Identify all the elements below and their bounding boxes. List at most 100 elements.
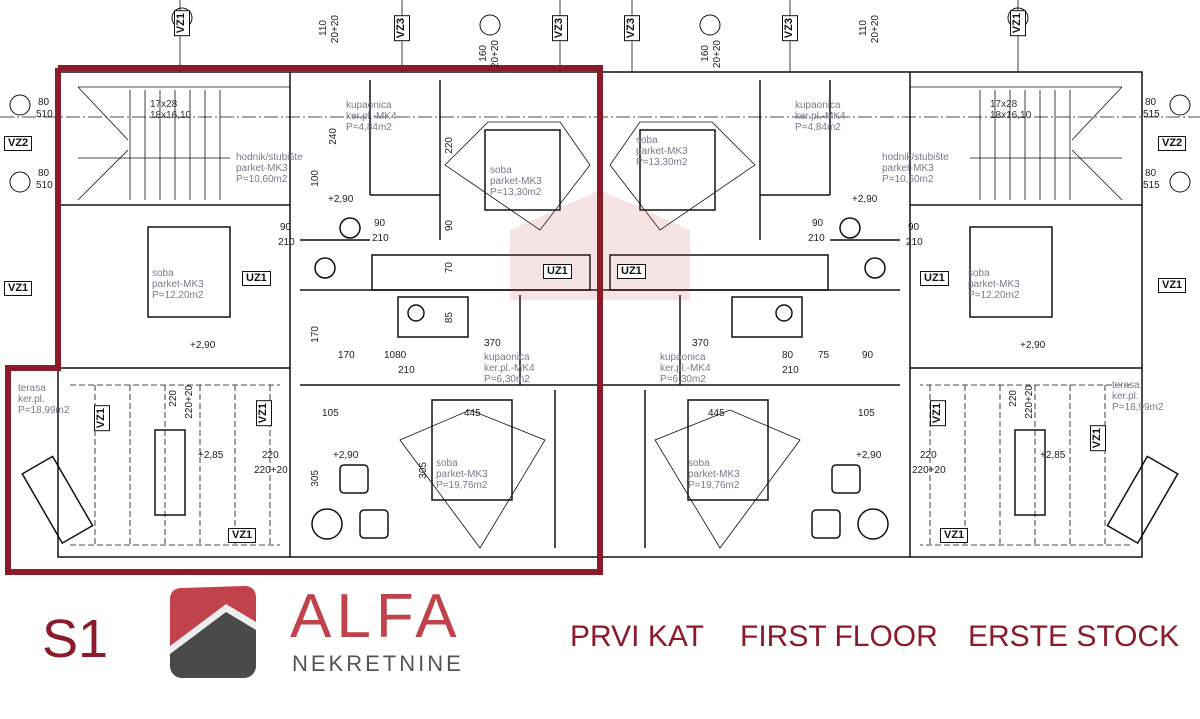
dim: 220+20 bbox=[1024, 385, 1035, 419]
dim: 70 bbox=[444, 262, 455, 274]
unit-s1-outline bbox=[5, 65, 603, 575]
level-mark: +2,90 bbox=[328, 194, 354, 205]
dim: 20+20 bbox=[490, 40, 501, 69]
dim: 105 bbox=[322, 408, 339, 419]
brand-name: ALFA bbox=[290, 582, 462, 651]
dim: 370 bbox=[484, 338, 501, 349]
dim: 20+20 bbox=[330, 15, 341, 44]
dim: 210 bbox=[278, 237, 295, 248]
dim: 220+20 bbox=[254, 465, 288, 476]
alfa-logo-icon bbox=[170, 586, 256, 678]
dim: 110 bbox=[318, 20, 329, 36]
dim: 220 bbox=[1008, 390, 1019, 407]
tag-uz1: UZ1 bbox=[617, 264, 646, 279]
floor-label-en: FIRST FLOOR bbox=[740, 620, 938, 653]
tag-vz1: VZ1 bbox=[174, 10, 190, 37]
dim: 220 bbox=[168, 390, 179, 407]
dim: 80 bbox=[782, 350, 794, 361]
dim: 90 bbox=[812, 218, 824, 229]
unit-label: S1 bbox=[42, 609, 109, 669]
tag-uz1: UZ1 bbox=[920, 271, 949, 286]
level-mark: +2,90 bbox=[856, 450, 882, 461]
dim: 90 bbox=[280, 222, 292, 233]
dim: 90 bbox=[444, 220, 455, 232]
dim: 80 bbox=[38, 97, 50, 108]
level-mark: +2,90 bbox=[852, 194, 878, 205]
tag-vz1: VZ1 bbox=[1010, 10, 1026, 37]
tag-vz1: VZ1 bbox=[94, 405, 110, 432]
dim: 1080 bbox=[384, 350, 407, 361]
dim: 445 bbox=[708, 408, 725, 419]
tag-vz1: VZ1 bbox=[4, 281, 33, 296]
dim: 110 bbox=[858, 20, 869, 36]
dim: 370 bbox=[692, 338, 709, 349]
level-mark: +2,85 bbox=[198, 450, 224, 461]
tag-vz2: VZ2 bbox=[4, 136, 33, 151]
tag-vz2: VZ2 bbox=[1158, 136, 1187, 151]
tag-vz1: VZ1 bbox=[1090, 425, 1106, 452]
dim: 100 bbox=[310, 170, 321, 187]
floor-label-hr: PRVI KAT bbox=[570, 620, 704, 653]
dim: 210 bbox=[372, 233, 389, 244]
floor-label-de: ERSTE STOCK bbox=[968, 620, 1180, 653]
dim: 510 bbox=[36, 109, 53, 120]
brand-subtitle: NEKRETNINE bbox=[292, 651, 464, 676]
tag-vz3: VZ3 bbox=[782, 15, 798, 42]
dim: 220+20 bbox=[184, 385, 195, 419]
dim: 80 bbox=[38, 168, 50, 179]
dim: 515 bbox=[1143, 109, 1160, 120]
dim: 90 bbox=[908, 222, 920, 233]
dim: 160 bbox=[478, 45, 489, 62]
dim: 220 bbox=[262, 450, 279, 461]
tag-vz1: VZ1 bbox=[930, 400, 946, 427]
dim: 20+20 bbox=[870, 15, 881, 44]
dim: 90 bbox=[862, 350, 874, 361]
dim: 85 bbox=[444, 312, 455, 324]
dim: 80 bbox=[1145, 97, 1157, 108]
tag-vz1: VZ1 bbox=[1158, 278, 1187, 293]
dim: 170 bbox=[338, 350, 355, 361]
dim: 305 bbox=[418, 462, 429, 479]
level-mark: +2,85 bbox=[1040, 450, 1066, 461]
dim: 90 bbox=[374, 218, 386, 229]
dim: 515 bbox=[1143, 180, 1160, 191]
dim: 210 bbox=[782, 365, 799, 376]
level-mark: +2,90 bbox=[1020, 340, 1046, 351]
tag-vz3: VZ3 bbox=[624, 15, 640, 42]
tag-vz1: VZ1 bbox=[228, 528, 257, 543]
dim: 80 bbox=[1145, 168, 1157, 179]
dim: 220 bbox=[444, 137, 455, 154]
dim: 75 bbox=[818, 350, 830, 361]
dim: 160 bbox=[700, 45, 711, 62]
tag-uz1: UZ1 bbox=[543, 264, 572, 279]
dim: 170 bbox=[310, 326, 321, 343]
dim: 220 bbox=[920, 450, 937, 461]
dim: 220+20 bbox=[912, 465, 946, 476]
level-mark: +2,90 bbox=[333, 450, 359, 461]
dim: 445 bbox=[464, 408, 481, 419]
tag-vz3: VZ3 bbox=[394, 15, 410, 42]
level-mark: +2,90 bbox=[190, 340, 216, 351]
dim: 240 bbox=[328, 128, 339, 145]
dim: 210 bbox=[398, 365, 415, 376]
dim: 305 bbox=[310, 470, 321, 487]
tag-vz3: VZ3 bbox=[552, 15, 568, 42]
tag-uz1: UZ1 bbox=[242, 271, 271, 286]
dim: 105 bbox=[858, 408, 875, 419]
dim: 210 bbox=[808, 233, 825, 244]
